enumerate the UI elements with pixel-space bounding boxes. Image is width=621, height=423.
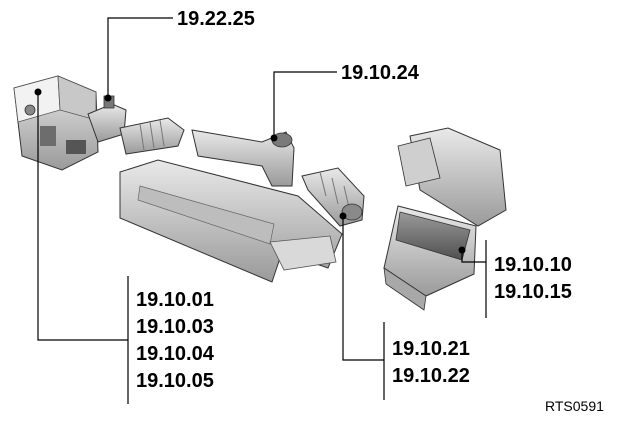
lower-air-duct (119, 159, 343, 283)
callout-ref: 19.10.15 (494, 281, 572, 303)
figure-id: RTS0591 (545, 398, 604, 414)
right-air-cleaner-assembly (383, 127, 507, 311)
callout-ref: 19.10.05 (136, 370, 214, 392)
callout-intake-hose: 19.10.21 19.10.22 (392, 336, 470, 390)
leader-intake-duct (273, 71, 337, 138)
leader-resonator (107, 17, 173, 98)
callout-intake-duct: 19.10.24 (341, 62, 419, 84)
leader-dots (34, 88, 466, 254)
callout-ref: 19.10.04 (136, 343, 214, 365)
callout-air-cleaner-assembly: 19.10.01 19.10.03 19.10.04 19.10.05 (136, 287, 214, 395)
callout-air-cleaner-element: 19.10.10 19.10.15 (494, 252, 572, 306)
callout-ref: 19.10.03 (136, 316, 214, 338)
small-bellows-hose (119, 117, 185, 155)
leader-air-cleaner-assembly (37, 92, 128, 341)
callout-ref: 19.10.22 (392, 365, 470, 387)
resonator (87, 95, 127, 143)
callout-resonator: 19.22.25 (177, 8, 255, 30)
leader-air-cleaner-element (461, 250, 486, 263)
callout-ref: 19.10.21 (392, 338, 470, 360)
left-air-cleaner-housing (13, 75, 99, 171)
callout-ref: 19.10.10 (494, 254, 572, 276)
leader-intake-hose (342, 216, 384, 361)
leader-lines (37, 17, 487, 404)
intake-bellows-hose (301, 167, 365, 227)
callout-ref: 19.10.01 (136, 289, 214, 311)
